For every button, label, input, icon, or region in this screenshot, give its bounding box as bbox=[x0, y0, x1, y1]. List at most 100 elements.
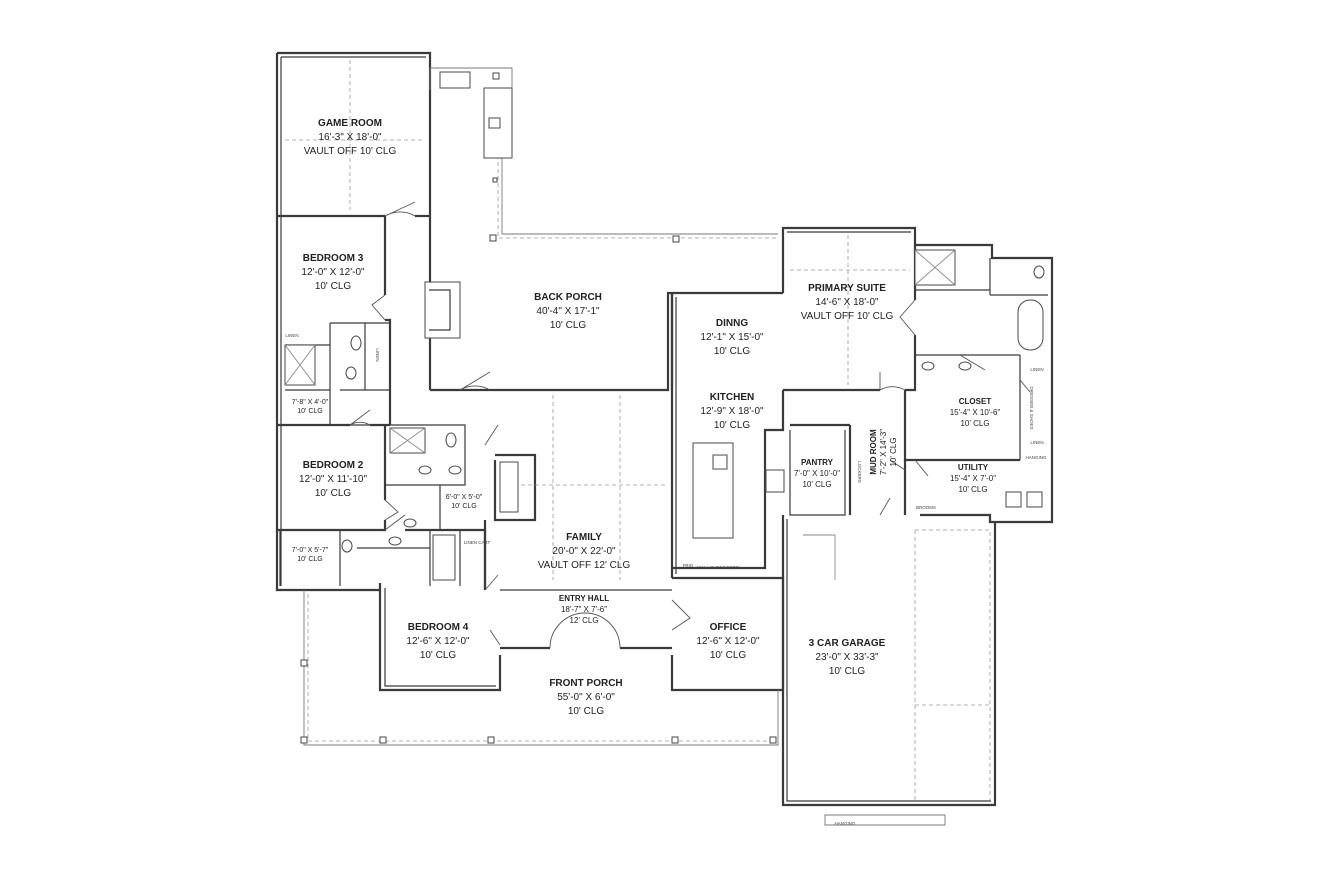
room-ceiling: 10' CLG bbox=[315, 281, 352, 292]
room-dimensions: 12'-0" X 12'-0" bbox=[301, 267, 365, 278]
family-fireplace bbox=[499, 461, 519, 513]
room-name: FAMILY bbox=[566, 532, 602, 543]
bathtub bbox=[432, 534, 456, 581]
porch-post bbox=[492, 177, 498, 183]
room-dimensions: 12'-1" X 15'-0" bbox=[700, 332, 764, 343]
room-ceiling: VAULT OFF 12' CLG bbox=[538, 560, 631, 571]
room-closet: CLOSET 15'-4" X 10'-6" 10' CLG bbox=[950, 397, 1001, 428]
sink bbox=[921, 361, 935, 371]
back-porch-outline bbox=[424, 67, 778, 339]
linen-label: LINEN bbox=[285, 333, 298, 338]
wall-oven-label: WALL OVEN/MICRO bbox=[697, 565, 740, 570]
room-mud-room: MUD ROOM 7'-2" X 14'-3" 10' CLG bbox=[869, 429, 898, 475]
room-ceiling: 10' CLG bbox=[550, 320, 587, 331]
room-name: FRONT PORCH bbox=[549, 678, 622, 689]
room-ceiling: VAULT OFF 10' CLG bbox=[801, 311, 894, 322]
room-name: PANTRY bbox=[801, 458, 834, 467]
room-dimensions: 18'-7" X 7'-6" bbox=[561, 605, 607, 614]
kitchen-sink bbox=[712, 454, 728, 470]
porch-post bbox=[489, 234, 497, 242]
room-dimensions: 7'-0" X 5'-7" bbox=[292, 547, 329, 554]
room-dimensions: 6'-0" X 5'-0" bbox=[446, 494, 483, 501]
brooms-label: BROOMS bbox=[916, 505, 936, 510]
room-name: KITCHEN bbox=[710, 392, 754, 403]
room-ceiling: 10' CLG bbox=[714, 346, 751, 357]
linen-label: LINEN bbox=[1030, 367, 1043, 372]
room-ceiling: 10' CLG bbox=[568, 706, 605, 717]
toilet bbox=[350, 335, 362, 351]
room-front-porch: FRONT PORCH 55'-0" X 6'-0" 10' CLG bbox=[549, 678, 622, 717]
toilet bbox=[1033, 265, 1045, 279]
room-dimensions: 16'-3" X 18'-0" bbox=[318, 132, 382, 143]
porch-post bbox=[769, 736, 777, 744]
room-game-room: GAME ROOM 16'-3" X 18'-0" VAULT OFF 10' … bbox=[304, 118, 397, 157]
room-name: PRIMARY SUITE bbox=[808, 283, 886, 294]
front-porch-outline bbox=[300, 590, 779, 746]
room-dimensions: 20'-0" X 22'-0" bbox=[552, 546, 616, 557]
porch-post bbox=[379, 736, 387, 744]
frig-label: FRIG bbox=[683, 563, 694, 568]
room-name: CLOSET bbox=[959, 397, 992, 406]
fixtures bbox=[284, 60, 1045, 826]
small-annotations: LINEN LINEN LINEN LINEN LINEN CABT LOCKE… bbox=[285, 333, 1047, 826]
room-entry-hall: ENTRY HALL 18'-7" X 7'-6" 12' CLG bbox=[559, 594, 609, 625]
toilet bbox=[345, 366, 357, 380]
utility-sink bbox=[1026, 491, 1043, 508]
room-ceiling: 10' CLG bbox=[960, 419, 989, 428]
room-ceiling: 10' CLG bbox=[420, 650, 457, 661]
outdoor-grill bbox=[439, 71, 471, 89]
hanging-label: HANGING bbox=[834, 821, 856, 826]
room-ceiling: 12' CLG bbox=[569, 616, 598, 625]
hanging-label: HANGING bbox=[1025, 455, 1047, 460]
exterior-walls bbox=[275, 51, 1054, 807]
room-ceiling: 10' CLG bbox=[297, 556, 322, 563]
dresser-label: DRESSER & SHOES bbox=[1029, 386, 1034, 429]
room-office: OFFICE 12'-6" X 12'-0" 10' CLG bbox=[696, 622, 760, 661]
room-name: ENTRY HALL bbox=[559, 594, 609, 603]
room-dimensions: 15'-4" X 7'-0" bbox=[950, 474, 996, 483]
room-name: GAME ROOM bbox=[318, 118, 382, 129]
room-name: BEDROOM 3 bbox=[303, 253, 364, 264]
room-name: UTILITY bbox=[958, 463, 989, 472]
room-ceiling: 10' CLG bbox=[889, 437, 898, 466]
room-dimensions: 7'-8" X 4'-0" bbox=[292, 399, 329, 406]
lockers-label: LOCKERS bbox=[857, 461, 862, 483]
room-bedroom-3: BEDROOM 3 12'-0" X 12'-0" 10' CLG bbox=[301, 253, 365, 292]
room-dimensions: 55'-0" X 6'-0" bbox=[557, 692, 615, 703]
room-ceiling: 10' CLG bbox=[958, 485, 987, 494]
room-family: FAMILY 20'-0" X 22'-0" VAULT OFF 12' CLG bbox=[538, 532, 631, 571]
sink bbox=[388, 536, 402, 546]
room-ceiling: 10' CLG bbox=[714, 420, 751, 431]
room-dimensions: 40'-4" X 17'-1" bbox=[536, 306, 600, 317]
room-dimensions: 7'-0" X 10'-0" bbox=[794, 469, 840, 478]
room-name: BEDROOM 2 bbox=[303, 460, 364, 471]
room-name: BACK PORCH bbox=[534, 292, 602, 303]
room-dinning: DINNG 12'-1" X 15'-0" 10' CLG bbox=[700, 318, 764, 357]
porch-post bbox=[300, 659, 308, 667]
linen-label: LINEN bbox=[375, 348, 380, 361]
room-ceiling: 10' CLG bbox=[315, 488, 352, 499]
sink bbox=[448, 465, 462, 475]
toilet bbox=[341, 539, 353, 553]
room-dimensions: 12'-6" X 12'-0" bbox=[406, 636, 470, 647]
room-bath-b: 6'-0" X 5'-0" 10' CLG bbox=[446, 494, 483, 510]
room-ceiling: 10' CLG bbox=[297, 408, 322, 415]
room-name: 3 CAR GARAGE bbox=[809, 638, 886, 649]
room-name: DINNG bbox=[716, 318, 748, 329]
room-bedroom-4: BEDROOM 4 12'-6" X 12'-0" 10' CLG bbox=[406, 622, 470, 661]
sink bbox=[403, 518, 417, 528]
room-pantry: PANTRY 7'-0" X 10'-0" 10' CLG bbox=[794, 458, 840, 489]
cooktop bbox=[765, 469, 785, 493]
room-primary-suite: PRIMARY SUITE 14'-6" X 18'-0" VAULT OFF … bbox=[801, 283, 894, 322]
room-bath-a: 7'-8" X 4'-0" 10' CLG bbox=[292, 399, 329, 415]
room-name: BEDROOM 4 bbox=[408, 622, 469, 633]
room-ceiling: 10' CLG bbox=[451, 503, 476, 510]
sink bbox=[418, 465, 432, 475]
toilet bbox=[445, 432, 457, 448]
room-kitchen: KITCHEN 12'-9" X 18'-0" 10' CLG bbox=[700, 392, 764, 431]
doors bbox=[349, 201, 1031, 646]
outdoor-sink bbox=[488, 117, 501, 129]
linen-cabinet-label: LINEN CABT bbox=[464, 540, 491, 545]
porch-post bbox=[672, 235, 680, 243]
